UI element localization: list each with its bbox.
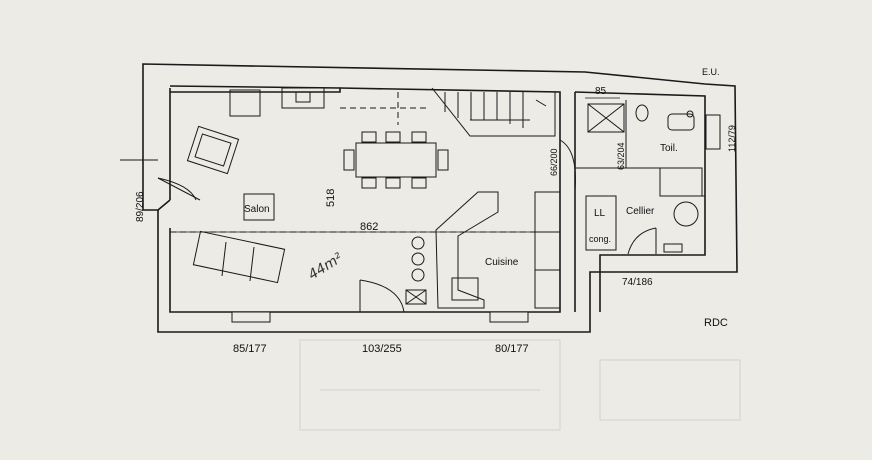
label-freezer: cong. (589, 234, 611, 244)
service-rooms (575, 100, 705, 255)
armchair (186, 125, 240, 175)
ghost-plan-lower (299, 339, 741, 431)
label-cellier: Cellier (626, 206, 655, 217)
dim-toilet-door: 63/204 (616, 142, 626, 170)
handwritten-area: 44m² (306, 250, 346, 283)
dim-kitchen-window: 80/177 (495, 343, 529, 355)
label-eu: E.U. (702, 67, 720, 77)
kitchen-counters (405, 191, 561, 309)
dashed-lines (170, 92, 560, 233)
label-toilet: Toil. (660, 143, 678, 154)
salon-table (243, 193, 275, 221)
label-salon: Salon (244, 204, 270, 215)
dining-table (343, 131, 449, 189)
dim-storage-width: 85 (595, 86, 607, 97)
dim-kitchen-door: 66/200 (549, 148, 559, 176)
kitchen-door (559, 139, 576, 191)
staircase (431, 87, 556, 137)
dim-cellier-window: 74/186 (622, 277, 653, 288)
label-cuisine: Cuisine (485, 257, 519, 268)
window-marks (231, 114, 721, 323)
fireplace (229, 87, 325, 117)
dim-width-total: 862 (360, 221, 378, 233)
front-door (359, 279, 405, 313)
exterior-walls (142, 63, 738, 333)
dim-toilet-window: 112/79 (727, 125, 737, 152)
entry-left-door (120, 159, 201, 201)
dim-salon-window: 85/177 (233, 343, 267, 355)
dim-front-door: 103/255 (362, 343, 402, 355)
dim-entry-window: 89/206 (135, 191, 146, 222)
label-laundry: LL (594, 208, 606, 219)
dim-depth-living: 518 (325, 189, 337, 207)
sofa (192, 230, 286, 284)
label-level: RDC (704, 317, 728, 329)
